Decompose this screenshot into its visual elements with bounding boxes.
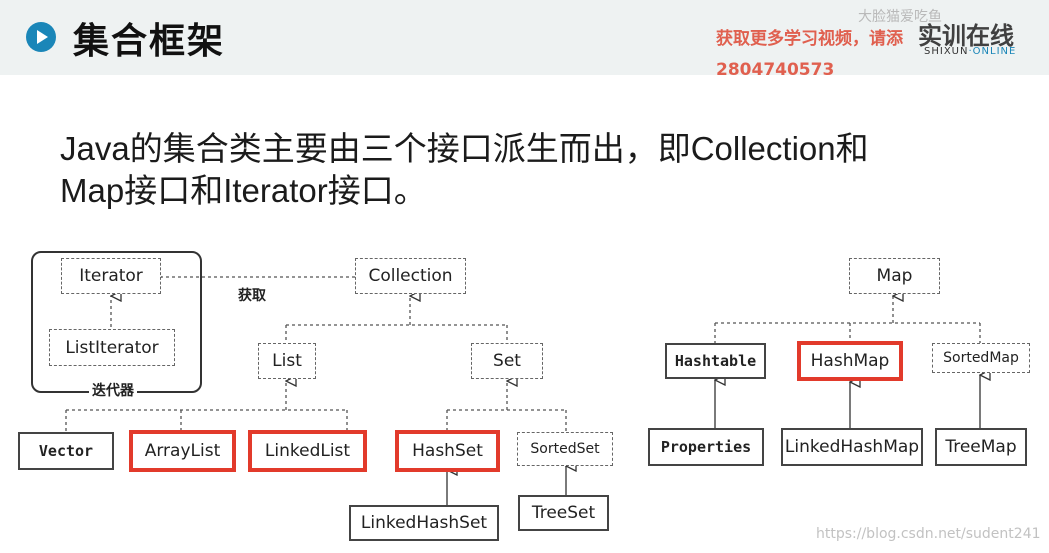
treeset-node: TreeSet: [518, 495, 609, 531]
iterator-node: Iterator: [61, 258, 161, 294]
list-iterator-node: ListIterator: [49, 329, 175, 366]
hashmap-node: HashMap: [797, 341, 903, 381]
play-icon: [26, 22, 56, 52]
promo-qq-number: 2804740573: [716, 60, 835, 80]
treemap-node: TreeMap: [935, 428, 1027, 466]
arraylist-node: ArrayList: [129, 430, 236, 472]
linkedhashset-node: LinkedHashSet: [349, 505, 499, 541]
linkedhashmap-node: LinkedHashMap: [781, 428, 923, 466]
sortedset-node: SortedSet: [517, 432, 613, 466]
list-node: List: [258, 343, 316, 379]
set-node: Set: [471, 343, 543, 379]
sortedmap-node: SortedMap: [932, 343, 1030, 373]
brand-logo-subtitle: SHIXUN·ONLINE: [924, 46, 1016, 57]
linkedlist-node: LinkedList: [248, 430, 367, 472]
brand-logo-text: 实训在线: [918, 22, 1014, 50]
hashset-node: HashSet: [395, 430, 500, 472]
iterator-group-label: 迭代器: [89, 380, 137, 400]
collection-node: Collection: [355, 258, 466, 294]
map-node: Map: [849, 258, 940, 294]
properties-node: Properties: [648, 428, 764, 466]
slide-header: 集合框架 大脸猫爱吃鱼 获取更多学习视频，请添 2804740573 实训在线 …: [0, 0, 1049, 80]
intro-line-2: Map接口和Iterator接口。: [60, 172, 427, 209]
logo-en-prefix: SHIXUN: [924, 46, 969, 57]
hashtable-node: Hashtable: [665, 343, 766, 379]
top-watermark: 大脸猫爱吃鱼: [858, 9, 942, 25]
bottom-watermark: https://blog.csdn.net/sudent241: [816, 526, 1041, 542]
slide-title: 集合框架: [73, 21, 226, 62]
vector-node: Vector: [18, 432, 114, 470]
obtain-label: 获取: [238, 288, 266, 304]
promo-text: 获取更多学习视频，请添: [716, 29, 903, 49]
intro-text: Java的集合类主要由三个接口派生而出，即Collection和 Map接口和I…: [60, 128, 990, 212]
intro-line-1: Java的集合类主要由三个接口派生而出，即Collection和: [60, 130, 869, 167]
logo-en-suffix: ·ONLINE: [968, 46, 1017, 57]
